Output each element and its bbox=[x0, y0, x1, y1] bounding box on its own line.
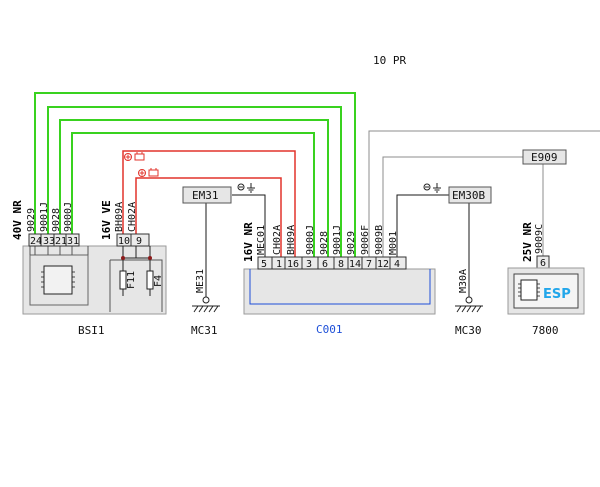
c001-pin-1: 1 bbox=[276, 259, 282, 270]
red-wires bbox=[122, 150, 296, 257]
esp-connector-label: 25V NR bbox=[521, 222, 534, 262]
wire-9006F-grey bbox=[368, 130, 600, 257]
fuse-f4-label: F4 bbox=[153, 275, 164, 287]
wire-9028-green bbox=[59, 119, 329, 257]
c001-wire-MEC01: MEC01 bbox=[256, 225, 267, 255]
bsi-wire-labels: 40V NR 9029 9001J 9028 9000J 16V VE BH09… bbox=[11, 200, 138, 240]
earth-hatch-icon bbox=[192, 305, 220, 313]
c001-wire-CH02A: CH02A bbox=[272, 225, 283, 255]
bsi-right-group-label: 16V VE bbox=[100, 200, 113, 240]
wire-9000J-green bbox=[71, 132, 315, 257]
bsi-connector-left: 24 33 21 31 bbox=[28, 233, 80, 247]
c001-wire-M001: M001 bbox=[388, 231, 399, 255]
c001-pin-12: 12 bbox=[377, 259, 389, 270]
fuse-f11-icon bbox=[119, 270, 127, 290]
c001-pin-5: 5 bbox=[261, 259, 267, 270]
em31-ground-wire: ME31 bbox=[195, 269, 206, 293]
c001-wire-9001J: 9001J bbox=[332, 225, 343, 255]
battery-markers bbox=[124, 152, 159, 177]
c001-wire-BH09A: BH09A bbox=[286, 225, 297, 255]
green-wires bbox=[34, 92, 356, 257]
esp-module: 6 ESP 7800 25V NR 9009C bbox=[507, 222, 585, 337]
bsi-connector-right: 10 9 bbox=[116, 233, 150, 247]
bsi-pin-10: 10 bbox=[118, 236, 130, 247]
em30b-ground-wire: M30A bbox=[458, 269, 469, 293]
esp-wire-9009C: 9009C bbox=[534, 224, 545, 254]
c001-pin-16: 16 bbox=[287, 259, 299, 270]
bsi-wire-9029: 9029 bbox=[26, 208, 37, 232]
c001-connector-label: 16V NR bbox=[242, 222, 255, 262]
wire-9009B-grey bbox=[382, 156, 523, 257]
grey-wires bbox=[368, 130, 600, 257]
bsi-wire-9000J: 9000J bbox=[63, 202, 74, 232]
fuse-f4-icon bbox=[146, 270, 154, 290]
c001-connector: 5 1 16 3 6 8 14 7 12 4 C001 bbox=[243, 256, 436, 336]
wire-9001J-green bbox=[47, 106, 342, 257]
c001-wire-labels: 16V NR MEC01 CH02A BH09A 9000J 9028 9001… bbox=[242, 222, 399, 262]
battery-icon bbox=[148, 169, 159, 177]
bsi-inner-box bbox=[29, 254, 89, 306]
c001-name: C001 bbox=[316, 323, 343, 336]
wire-CH02A-red bbox=[135, 177, 282, 257]
bsi-pin-21: 21 bbox=[55, 236, 67, 247]
em31-label: EM31 bbox=[192, 189, 219, 202]
c001-pin-8: 8 bbox=[338, 259, 344, 270]
em30b-ground-name: MC30 bbox=[455, 324, 482, 337]
e909-junction: E909 bbox=[522, 149, 567, 165]
ic-chip-icon bbox=[43, 265, 73, 295]
c001-pin-4: 4 bbox=[394, 259, 400, 270]
c001-pin-7: 7 bbox=[366, 259, 372, 270]
bsi-wire-BH09A: BH09A bbox=[114, 202, 125, 232]
bsi-pin-31: 31 bbox=[67, 236, 79, 247]
c001-wire-9009B: 9009B bbox=[374, 225, 385, 255]
c001-wire-9028: 9028 bbox=[319, 231, 330, 255]
esp-logo: ESP bbox=[543, 287, 571, 302]
earth-hatch-icon bbox=[455, 305, 483, 313]
black-wires bbox=[205, 194, 470, 297]
bsi-name: BSI1 bbox=[78, 324, 105, 337]
bsi-module: 24 33 21 31 10 9 F11 F4 BSI1 bbox=[22, 233, 167, 337]
battery-icon bbox=[134, 153, 145, 161]
em30b-label: EM30B bbox=[452, 189, 485, 202]
em31-ground-point: EM31 ME31 MC31 bbox=[182, 183, 255, 337]
bsi-pin-33: 33 bbox=[43, 236, 55, 247]
em31-ground-name: MC31 bbox=[191, 324, 218, 337]
wire-MEC01 bbox=[232, 194, 266, 257]
c001-wire-9006F: 9006F bbox=[360, 225, 371, 255]
ic-chip-icon bbox=[520, 279, 538, 301]
wire-BH09A-red bbox=[122, 150, 296, 257]
ground-symbol-icon bbox=[423, 183, 441, 193]
e909-label: E909 bbox=[531, 151, 558, 164]
c001-pin-6: 6 bbox=[322, 259, 328, 270]
ground-symbol-icon bbox=[237, 183, 255, 193]
c001-body bbox=[243, 268, 436, 315]
c001-wire-9029: 9029 bbox=[346, 231, 357, 255]
bsi-pin-24: 24 bbox=[30, 236, 42, 247]
bsi-wire-9001J: 9001J bbox=[39, 202, 50, 232]
bsi-wire-9028: 9028 bbox=[51, 208, 62, 232]
em30b-ground-point: EM30B M30A MC30 bbox=[423, 183, 492, 337]
bsi-pin-9: 9 bbox=[136, 236, 142, 247]
fuse-f11-label: F11 bbox=[126, 271, 137, 289]
wire-M001 bbox=[396, 194, 449, 257]
c001-pin-14: 14 bbox=[349, 259, 361, 270]
diagram-title: 10 PR bbox=[373, 54, 406, 67]
c001-pin-3: 3 bbox=[306, 259, 312, 270]
esp-name: 7800 bbox=[532, 324, 559, 337]
bsi-left-group-label: 40V NR bbox=[11, 200, 24, 240]
wire-9029-green bbox=[34, 92, 356, 257]
esp-pin-6: 6 bbox=[540, 258, 546, 269]
bsi-wire-CH02A: CH02A bbox=[127, 202, 138, 232]
c001-wire-9000J: 9000J bbox=[305, 225, 316, 255]
